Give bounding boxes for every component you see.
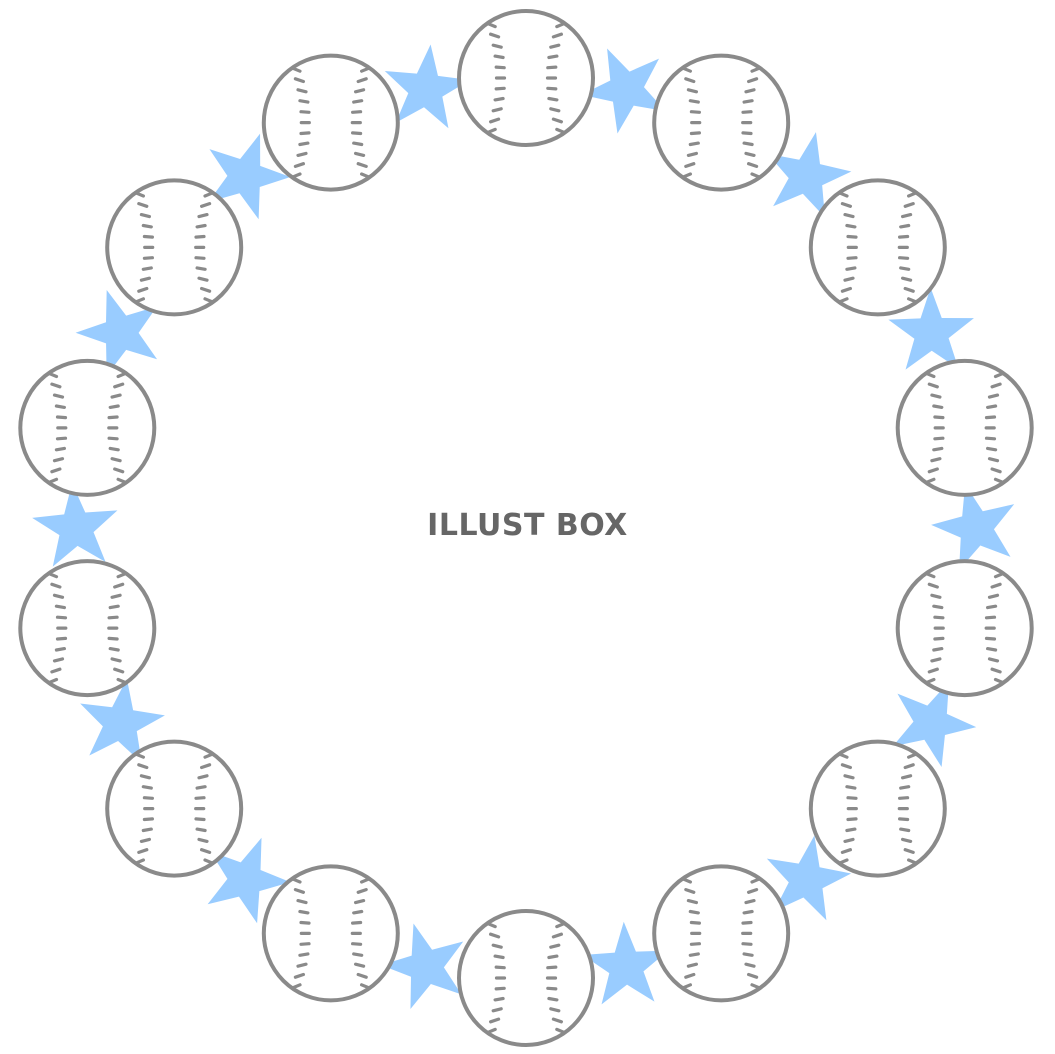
baseball-icon: [895, 559, 1034, 698]
star-icon: [767, 132, 852, 218]
star-icon: [80, 678, 165, 763]
baseball-icon: [808, 178, 947, 317]
star-icon: [582, 921, 669, 1005]
star-icon: [75, 290, 158, 376]
star-icon: [931, 484, 1015, 570]
star-icon: [380, 923, 464, 1009]
baseball-icon: [261, 864, 400, 1003]
star-icon: [208, 133, 291, 220]
baseball-icon: [652, 864, 791, 1003]
baseball-icon: [261, 53, 400, 192]
star-icon: [32, 483, 118, 567]
watermark-text: ILLUST BOX: [427, 508, 628, 543]
baseball-icon: [895, 358, 1034, 497]
baseball-icon: [18, 358, 157, 497]
star-icon: [888, 287, 974, 370]
baseball-icon: [105, 178, 244, 317]
star-icon: [384, 44, 470, 129]
star-icon: [207, 837, 291, 924]
baseball-icon: [652, 53, 791, 192]
baseball-icon: [457, 9, 595, 147]
baseball-group: [18, 9, 1034, 1047]
baseball-icon: [105, 739, 244, 878]
star-group: [32, 44, 1015, 1009]
baseball-icon: [18, 559, 157, 698]
star-icon: [766, 835, 852, 921]
star-icon: [892, 681, 977, 768]
star-icon: [581, 48, 666, 134]
baseball-icon: [808, 739, 947, 878]
baseball-icon: [457, 909, 595, 1047]
